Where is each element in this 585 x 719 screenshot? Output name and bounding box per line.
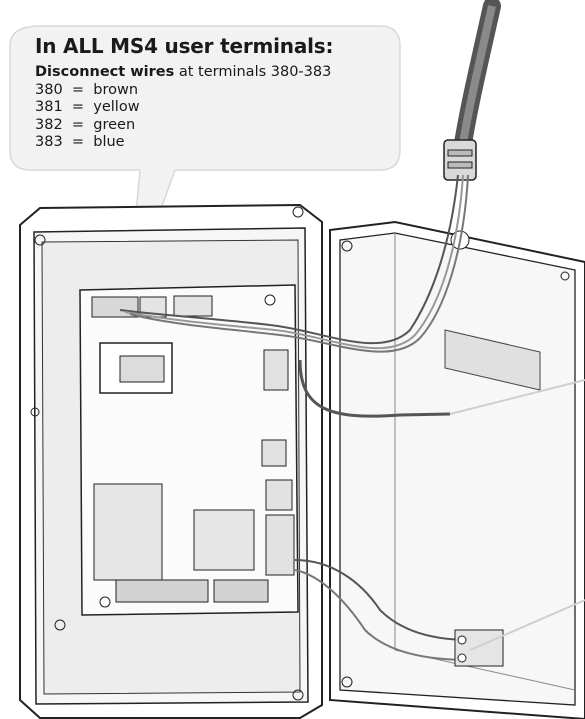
terminal-line: 380 = brown	[35, 81, 139, 98]
callout-title: In ALL MS4 user terminals:	[35, 34, 334, 58]
cable-gland	[443, 139, 477, 181]
terminal-line: 383 = blue	[35, 134, 125, 150]
pointer-line	[449, 379, 585, 651]
callout-text: In ALL MS4 user terminals: Disconnect wi…	[35, 34, 333, 152]
terminal-line: 382 = green	[35, 116, 136, 133]
circuit-board	[79, 284, 299, 616]
instruction-rest: at terminals 380-383	[174, 64, 332, 80]
wire-bundle	[119, 174, 471, 661]
instruction-line: Disconnect wires at terminals 380-383	[35, 64, 333, 82]
instruction-bold: Disconnect wires	[35, 64, 175, 80]
terminal-line: 381 = yellow	[35, 99, 140, 115]
